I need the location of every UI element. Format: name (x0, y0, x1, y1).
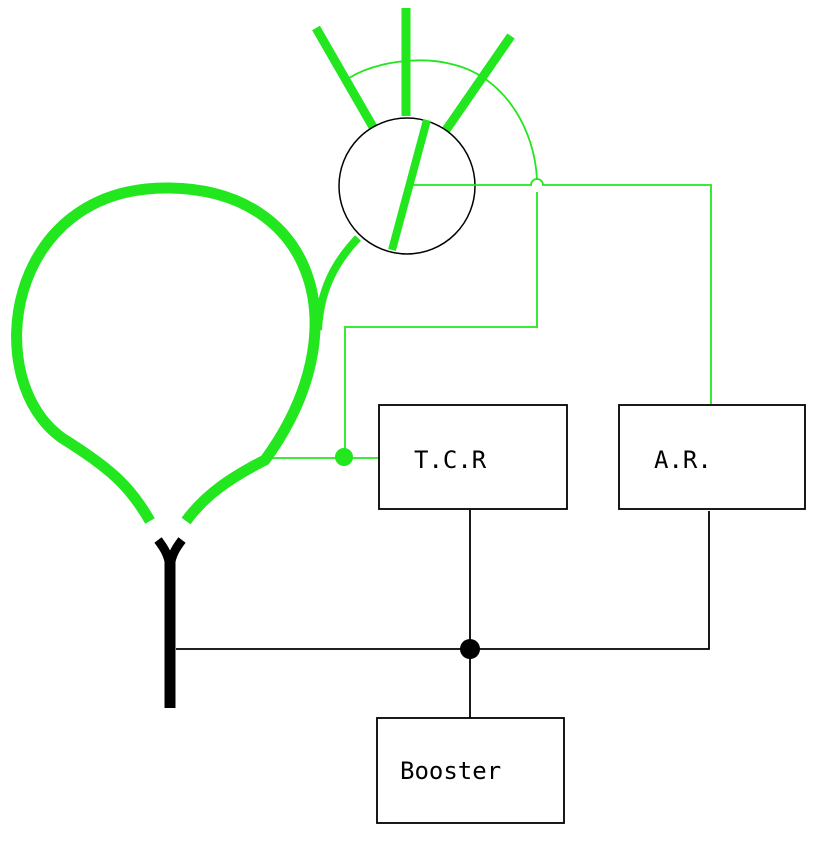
tcr-label: T.C.R (414, 446, 487, 474)
black-junction-dot (460, 639, 480, 659)
turntable-feed-arc (348, 59, 538, 181)
turntable-track-right (442, 33, 515, 133)
turntable-track-left (312, 25, 377, 130)
green-junction-dot (335, 448, 353, 466)
turnout-right-leg (165, 537, 186, 567)
booster-box: Booster (376, 717, 565, 824)
turntable-feed-wire (344, 192, 538, 455)
ar-label: A.R. (654, 446, 712, 474)
common-bus-wire (176, 511, 710, 650)
ar-box: A.R. (618, 404, 806, 510)
turntable-bridge (388, 118, 431, 252)
booster-label: Booster (400, 757, 501, 785)
reverse-loop-track (11, 182, 321, 525)
tcr-box: T.C.R (378, 404, 568, 510)
bridge-to-ar-wire (413, 178, 712, 405)
loop-lead-track (314, 235, 361, 331)
